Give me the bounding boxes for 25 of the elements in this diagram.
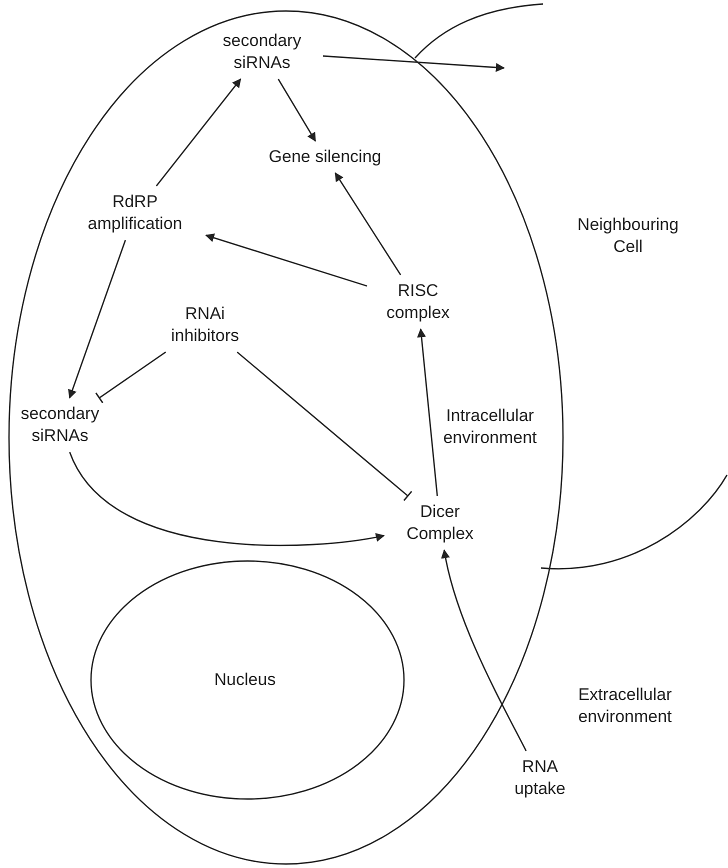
node-label: RNAi inhibitors [155, 302, 255, 348]
inhibition-line [236, 352, 412, 502]
arrow [441, 549, 527, 752]
arrow [278, 78, 316, 142]
arrow [417, 328, 438, 496]
node-label: Dicer Complex [390, 500, 490, 546]
inhibition-line [95, 352, 166, 404]
arrow [156, 78, 242, 186]
arrow [205, 233, 368, 287]
region-label: Extracellular environment [577, 684, 673, 728]
arrow [69, 452, 385, 546]
node-label: Neighbouring Cell [576, 214, 680, 258]
node-label: RdRP amplification [70, 190, 200, 236]
node-label: Intracellular environment [442, 404, 538, 449]
node-label: Nucleus [213, 668, 277, 691]
node-label: Gene silencing [245, 146, 405, 168]
node-label: secondary siRNAs [207, 30, 317, 74]
node-label: RISC complex [373, 280, 463, 324]
nucleus-outline [90, 560, 405, 800]
node-label: secondary siRNAs [10, 402, 110, 448]
arrow [334, 172, 402, 276]
arrow [68, 240, 126, 399]
arrow [322, 55, 505, 72]
node-label: RNA uptake [500, 756, 580, 800]
cell-outline [8, 10, 564, 865]
